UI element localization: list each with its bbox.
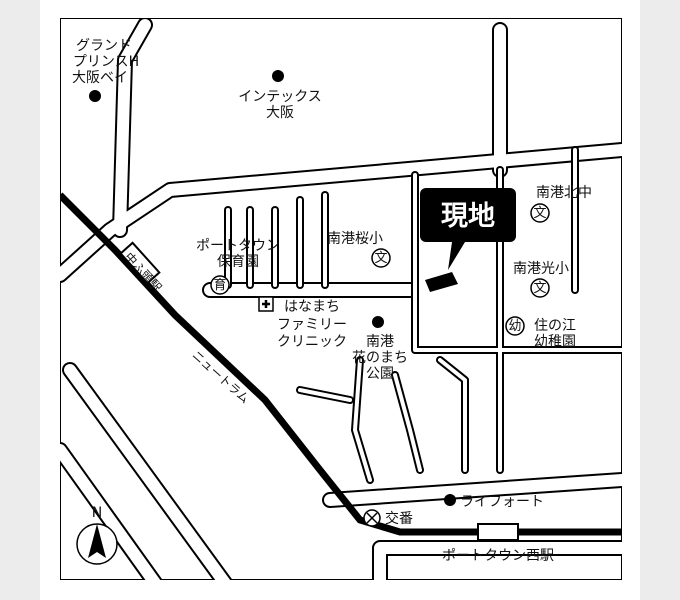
kindergarten-label-2: 幼稚園 <box>534 334 576 350</box>
intex-label-1: インテックス <box>238 89 322 105</box>
koban-label: 交番 <box>385 510 413 527</box>
kindergarten-label-1: 住の江 <box>534 318 576 334</box>
park-label-1: 南港 <box>366 334 394 350</box>
area-map: 現地 文 文 文 育 幼 グランド プリンスH 大阪ベイ インテックス 大阪 ポ… <box>60 18 622 580</box>
park-label-2: 花のまち <box>352 350 408 366</box>
park-label-3: 公園 <box>366 366 394 382</box>
compass-needle-icon <box>88 524 106 558</box>
north-arrow: N <box>76 505 118 565</box>
nanko-sakura-school-icon <box>371 248 391 268</box>
nanko-hikari-school-icon <box>530 278 550 298</box>
grand-prince-dot <box>89 90 101 102</box>
school-glyph: 文 <box>533 281 546 296</box>
nanko-kita-chu-label: 南港北中 <box>536 185 592 201</box>
life-label: ライフォート <box>460 494 544 510</box>
kindergarten-icon <box>505 316 525 336</box>
kindergarten-glyph: 幼 <box>508 319 521 334</box>
nanko-sakura-label: 南港桜小 <box>327 231 383 247</box>
school-glyph: 文 <box>374 251 387 266</box>
nursery-label-2: 保育園 <box>217 254 259 270</box>
clinic-label-2: ファミリー <box>277 317 347 333</box>
nanko-kita-school-icon <box>530 203 550 223</box>
roads <box>60 18 622 580</box>
school-symbols: 文 文 文 育 幼 <box>210 203 550 527</box>
grand-prince-label-1: グランド <box>76 38 132 54</box>
life-dot <box>444 494 456 506</box>
clinic-label-3: クリニック <box>277 334 347 350</box>
landmark-points <box>89 70 456 506</box>
nursery-glyph: 育 <box>213 277 226 293</box>
station-west-label: ポートタウン西駅 <box>442 548 554 564</box>
intex-dot <box>272 70 284 82</box>
park-dot <box>372 316 384 328</box>
nursery-label-1: ポートタウン <box>196 238 280 254</box>
nursery-icon <box>210 275 230 295</box>
school-glyph: 文 <box>533 206 546 221</box>
grand-prince-label-3: 大阪ベイ <box>72 70 128 86</box>
clinic-label-1: はなまち <box>284 299 340 315</box>
site-marker: 現地 <box>420 188 516 292</box>
station-west-platform <box>477 523 519 541</box>
site-label: 現地 <box>441 201 495 232</box>
nanko-hikari-label: 南港光小 <box>513 261 569 277</box>
grand-prince-label-2: プリンスH <box>73 54 139 70</box>
new-tram-line <box>60 192 622 541</box>
intex-label-2: 大阪 <box>266 105 294 121</box>
station-naka-platform <box>119 241 161 285</box>
north-label: N <box>92 505 102 521</box>
